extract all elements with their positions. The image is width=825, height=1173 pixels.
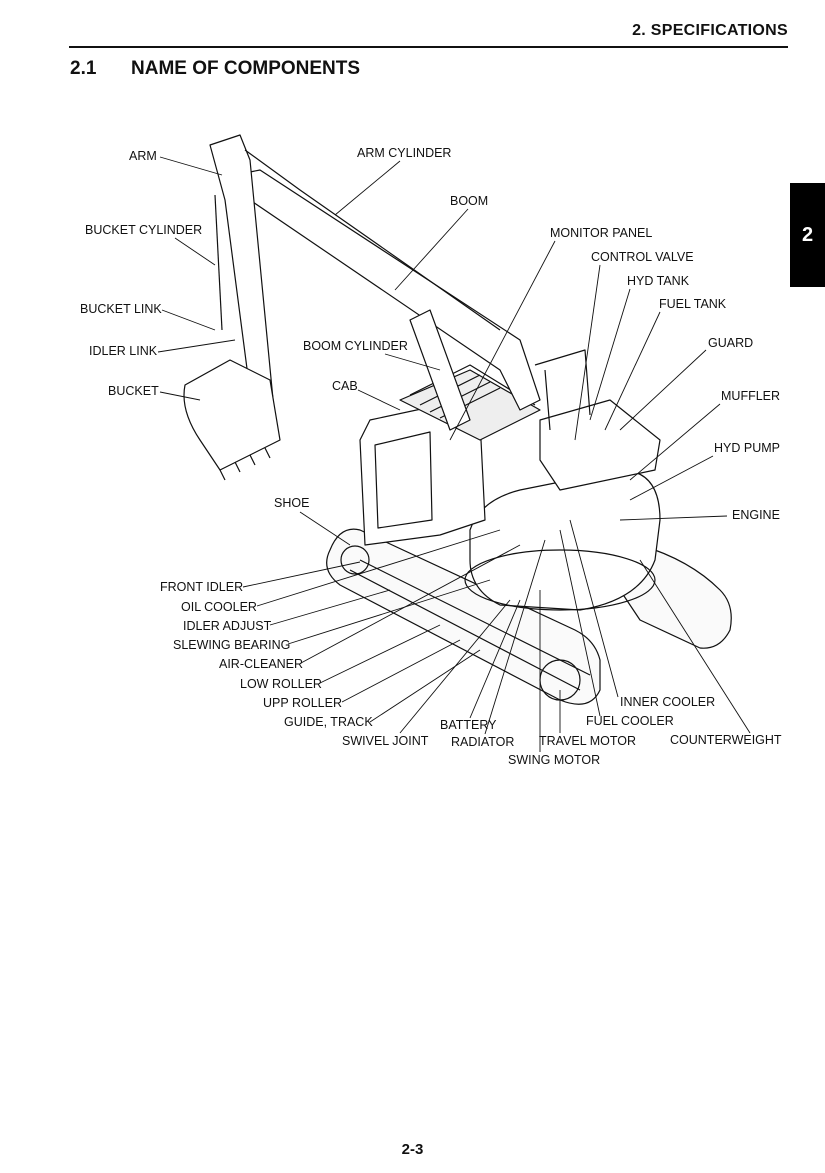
leader-swivel-joint <box>399 599 511 734</box>
leader-bucket <box>159 391 201 401</box>
leader-oil-cooler <box>256 529 501 607</box>
engine-hood <box>539 399 661 491</box>
leader-low-roller <box>319 624 441 684</box>
section-title: NAME OF COMPONENTS <box>131 58 361 79</box>
label-low-roller: LOW ROLLER <box>240 677 322 691</box>
leader-shoe <box>299 511 351 546</box>
label-front-idler: FRONT IDLER <box>160 580 244 594</box>
label-air-cleaner: AIR-CLEANER <box>219 657 304 671</box>
leader-muffler <box>629 403 721 481</box>
leader-arm <box>159 156 223 176</box>
leader-bucket-cylinder <box>174 237 216 266</box>
leader-inner-cooler <box>569 519 619 698</box>
label-monitor-panel: MONITOR PANEL <box>550 226 653 240</box>
leader-idler-adjust <box>269 589 391 626</box>
label-boom: BOOM <box>450 194 489 208</box>
label-engine: ENGINE <box>732 508 780 522</box>
label-oil-cooler: OIL COOLER <box>181 600 257 614</box>
leader-boom-cylinder <box>384 353 441 371</box>
chapter-tab: 2 <box>790 183 825 287</box>
cab-body <box>359 404 486 546</box>
label-hyd-pump: HYD PUMP <box>714 441 780 455</box>
page-number: 2-3 <box>401 1141 424 1158</box>
leader-upp-roller <box>341 639 461 703</box>
leader-battery <box>469 599 521 719</box>
bucket-cylinder-rod <box>214 194 223 331</box>
leader-idler-link <box>157 339 236 353</box>
leader-bucket-link <box>161 309 216 331</box>
label-cab: CAB <box>332 379 358 393</box>
label-arm-cylinder: ARM CYLINDER <box>357 146 452 160</box>
leader-front-idler <box>242 561 361 588</box>
leader-fuel-tank <box>604 311 661 431</box>
label-counterweight: COUNTERWEIGHT <box>670 733 782 747</box>
label-bucket: BUCKET <box>108 384 159 398</box>
leader-hyd-pump <box>629 455 714 501</box>
leader-guard <box>619 349 707 431</box>
label-arm: ARM <box>129 149 157 163</box>
leader-cab <box>357 389 401 411</box>
leader-guide-track <box>369 649 481 723</box>
leader-counterweight <box>639 559 751 734</box>
label-muffler: MUFFLER <box>721 389 781 403</box>
label-radiator: RADIATOR <box>451 735 515 749</box>
left-track <box>326 528 601 705</box>
label-fuel-cooler: FUEL COOLER <box>586 714 674 728</box>
section-heading: 2.1 NAME OF COMPONENTS <box>70 58 360 80</box>
leader-engine <box>619 515 728 521</box>
label-boom-cylinder: BOOM CYLINDER <box>303 339 408 353</box>
front-idler-wheel <box>340 545 370 575</box>
section-number: 2.1 <box>70 58 97 79</box>
label-bucket-cylinder: BUCKET CYLINDER <box>85 223 203 237</box>
leader-control-valve <box>574 264 601 441</box>
label-guide-track: GUIDE, TRACK <box>284 715 373 729</box>
leader-radiator <box>484 539 546 735</box>
turntable <box>464 549 656 611</box>
cab-window <box>374 431 433 529</box>
label-control-valve: CONTROL VALVE <box>591 250 694 264</box>
leader-fuel-cooler <box>559 529 601 717</box>
label-slewing-bearing: SLEWING BEARING <box>173 638 291 652</box>
bucket-teeth <box>219 447 271 481</box>
label-battery: BATTERY <box>440 718 497 732</box>
label-travel-motor: TRAVEL MOTOR <box>539 734 637 748</box>
label-hyd-tank: HYD TANK <box>627 274 690 288</box>
label-inner-cooler: INNER COOLER <box>620 695 716 709</box>
label-idler-link: IDLER LINK <box>89 344 158 358</box>
track-rollers <box>349 559 591 691</box>
leader-monitor-panel <box>449 240 556 441</box>
label-swing-motor: SWING MOTOR <box>508 753 601 767</box>
leader-slewing-bearing <box>287 579 491 645</box>
upper-body <box>469 469 661 611</box>
label-idler-adjust: IDLER ADJUST <box>183 619 272 633</box>
leader-boom <box>394 208 469 291</box>
leader-arm-cylinder <box>334 160 401 216</box>
chapter-title: 2. SPECIFICATIONS <box>632 22 788 39</box>
label-shoe: SHOE <box>274 496 310 510</box>
leader-air-cleaner <box>300 544 521 664</box>
page-header: 2. SPECIFICATIONS <box>69 20 788 48</box>
arm-hydraulic-line <box>244 149 501 331</box>
label-upp-roller: UPP ROLLER <box>263 696 342 710</box>
boom-arm <box>234 169 541 411</box>
chapter-tab-number: 2 <box>801 223 814 246</box>
label-swivel-joint: SWIVEL JOINT <box>342 734 429 748</box>
label-bucket-link: BUCKET LINK <box>80 302 162 316</box>
guard-frame <box>534 349 591 431</box>
label-fuel-tank: FUEL TANK <box>659 297 727 311</box>
label-guard: GUARD <box>708 336 754 350</box>
bucket-shell <box>183 359 281 471</box>
leader-hyd-tank <box>589 288 631 421</box>
